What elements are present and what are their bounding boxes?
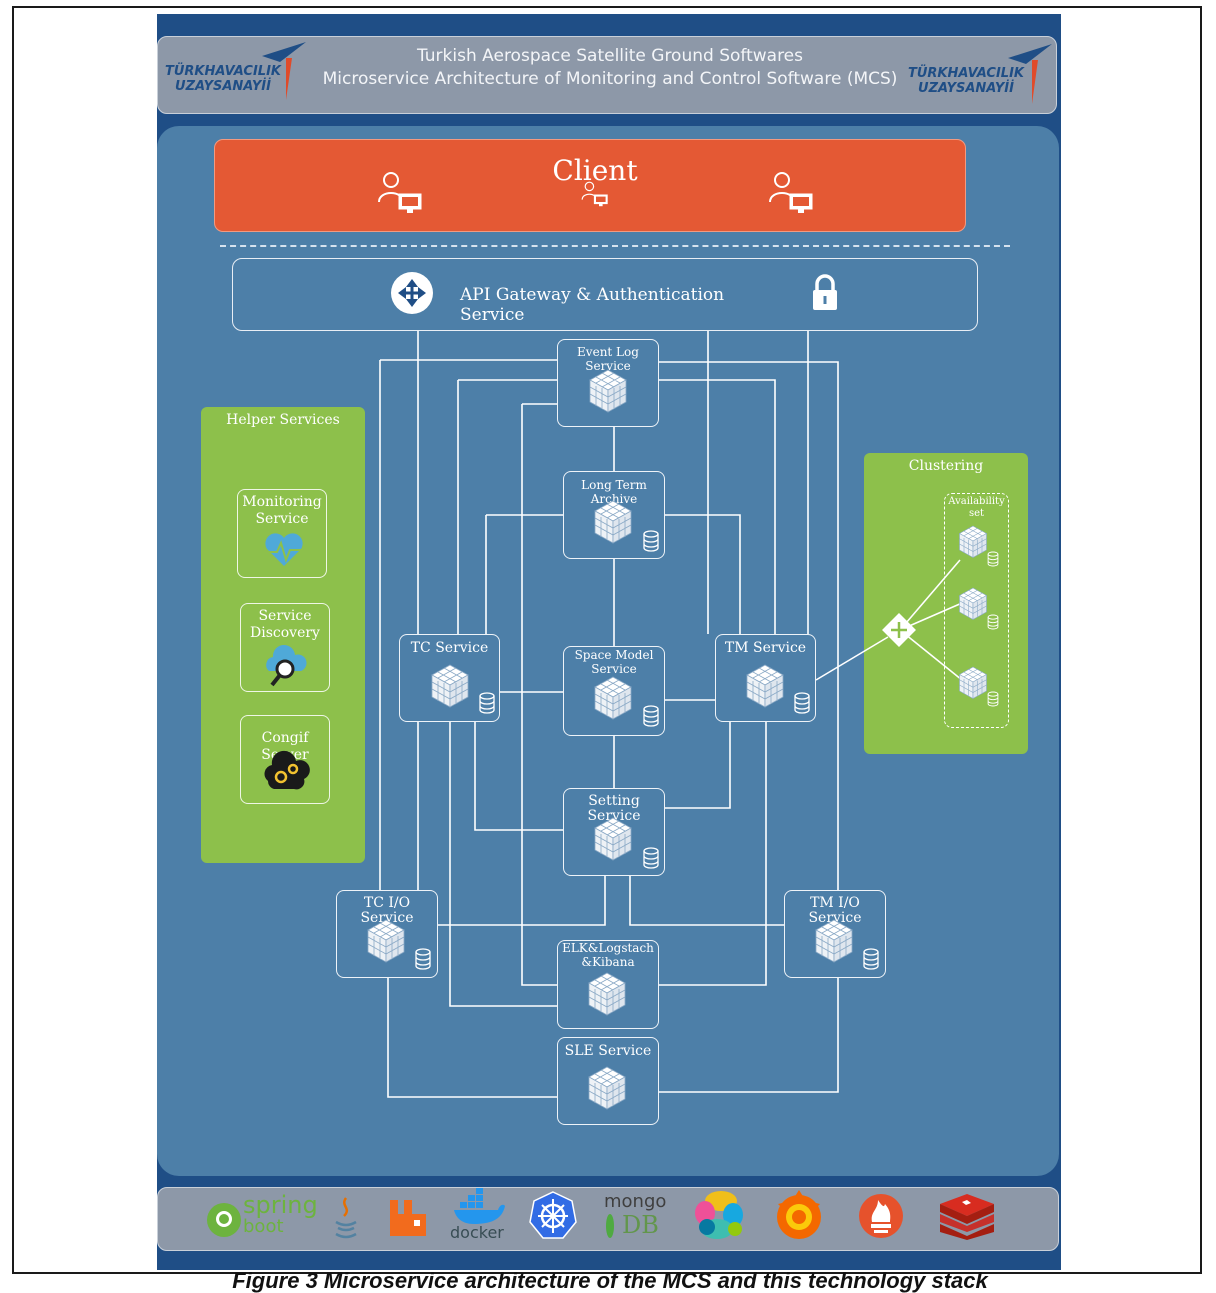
mongodb-logo: mongo DB xyxy=(602,1192,672,1242)
logo-right-mark xyxy=(1008,44,1052,104)
logo-right-line2: UZAYSANAYİİ xyxy=(918,81,1014,96)
docker-logo: docker xyxy=(450,1188,506,1244)
tm-service-label: TM Service xyxy=(724,640,807,656)
availability-set-label: Availability set xyxy=(945,496,1008,520)
event-log-label: Event Log Service xyxy=(577,345,639,373)
caption-text: Figure 3 Microservice architecture of th… xyxy=(232,1268,988,1293)
figure-caption: Figure 3 Microservice architecture of th… xyxy=(120,1270,1100,1292)
logo-left-line1: TÜRKHAVACILIK xyxy=(165,64,281,79)
tc-io-cube-icon xyxy=(367,919,405,963)
cluster-db-icon-2 xyxy=(987,614,999,630)
tc-service-db-icon xyxy=(479,692,495,714)
tm-service-db-icon xyxy=(794,692,810,714)
logo-left-line2: UZAYSANAYİİ xyxy=(175,79,271,94)
title-line2: Microservice Architecture of Monitoring … xyxy=(322,69,898,89)
title-line1: Turkish Aerospace Satellite Ground Softw… xyxy=(416,46,803,66)
cluster-cube-icon-1 xyxy=(959,525,987,558)
sle-service-label: SLE Service xyxy=(564,1043,652,1059)
lock-icon xyxy=(813,274,837,310)
api-gateway-box xyxy=(232,258,978,331)
long-term-archive-label: Long Term Archive xyxy=(581,478,647,506)
cluster-db-icon-1 xyxy=(987,551,999,567)
elk-line2: &Kibana xyxy=(581,955,635,969)
boot-label: boot xyxy=(243,1216,284,1237)
client-label: Client xyxy=(552,154,638,187)
cluster-db-icon-3 xyxy=(987,691,999,707)
logo-right: TÜRKHAVACILIK UZAYSANAYİİ xyxy=(908,66,1024,96)
long-term-archive-db-icon xyxy=(643,530,659,552)
availability-line2: set xyxy=(968,508,985,519)
sle-cube-icon xyxy=(588,1066,626,1110)
service-discovery-box: Service Discovery xyxy=(240,603,330,692)
availability-line1: Availability xyxy=(948,496,1005,507)
clustering-panel: Clustering Availability set xyxy=(864,453,1028,754)
space-model-service-box: Space Model Service xyxy=(563,646,665,736)
grafana-icon xyxy=(774,1188,824,1242)
redis-icon xyxy=(938,1194,996,1240)
monitoring-line2: Service xyxy=(255,511,309,527)
prometheus-icon xyxy=(858,1192,904,1240)
rabbitmq-icon xyxy=(386,1196,430,1240)
diagram-title: Turkish Aerospace Satellite Ground Softw… xyxy=(320,45,900,91)
client-box xyxy=(214,139,966,232)
logo-left: TÜRKHAVACILIK UZAYSANAYİİ xyxy=(165,64,281,94)
tc-io-label: TC I/O Service xyxy=(360,895,414,926)
cluster-cube-icon-3 xyxy=(959,666,987,699)
elk-cube-icon xyxy=(588,972,626,1016)
helper-services-title: Helper Services xyxy=(226,412,340,428)
monitoring-service-box: Monitoring Service xyxy=(237,489,327,578)
spring-label: spring xyxy=(243,1191,318,1219)
discovery-line1: Service xyxy=(258,608,312,624)
monitoring-line1: Monitoring xyxy=(242,494,322,510)
mongo-label: mongo xyxy=(604,1191,667,1212)
router-icon xyxy=(391,272,433,314)
user-computer-icon-center xyxy=(581,181,609,207)
space-model-label: Space Model Service xyxy=(564,648,664,676)
clustering-title: Clustering xyxy=(908,458,984,474)
space-model-db-icon xyxy=(643,705,659,727)
tc-service-cube-icon xyxy=(431,664,469,708)
tc-io-db-icon xyxy=(415,948,431,970)
service-discovery-label: Service Discovery xyxy=(241,608,329,642)
tm-io-db-icon xyxy=(863,948,879,970)
elk-label: ELK&Logstach &Kibana xyxy=(558,941,658,969)
long-term-archive-cube-icon xyxy=(594,500,632,544)
connection-lines xyxy=(379,331,889,1098)
space-model-line1: Space Model xyxy=(574,648,654,662)
elastic-icon xyxy=(693,1189,745,1241)
user-computer-icon-right xyxy=(769,172,813,214)
setting-service-label: Setting Service xyxy=(587,793,641,824)
user-computer-icon-left xyxy=(378,172,422,214)
api-gateway-label: API Gateway & Authentication Service xyxy=(460,285,725,325)
discovery-line2: Discovery xyxy=(250,625,320,641)
setting-service-box: Setting Service xyxy=(563,788,665,876)
heart-pulse-icon xyxy=(265,533,303,566)
tm-io-service-box: TM I/O Service xyxy=(784,890,886,978)
cluster-links xyxy=(899,559,963,681)
monitoring-service-label: Monitoring Service xyxy=(238,494,326,528)
tc-service-label: TC Service xyxy=(410,640,489,656)
setting-service-db-icon xyxy=(643,847,659,869)
tm-io-cube-icon xyxy=(815,919,853,963)
cluster-cube-icon-2 xyxy=(959,587,987,620)
client-divider xyxy=(220,245,1010,247)
mongodb-label: DB xyxy=(622,1211,659,1239)
gears-icon xyxy=(264,750,310,790)
space-model-line2: Service xyxy=(591,662,637,676)
tm-service-cube-icon xyxy=(746,664,784,708)
docker-label: docker xyxy=(450,1223,504,1242)
event-log-cube-icon xyxy=(589,369,627,413)
setting-service-cube-icon xyxy=(594,817,632,861)
java-icon xyxy=(332,1196,360,1240)
tm-io-label: TM I/O Service xyxy=(808,895,862,926)
kubernetes-icon xyxy=(529,1191,577,1239)
space-model-cube-icon xyxy=(594,676,632,720)
logo-left-mark xyxy=(262,42,306,100)
logo-right-line1: TÜRKHAVACILIK xyxy=(908,66,1024,81)
header-bar xyxy=(157,36,1057,114)
elk-line1: ELK&Logstach xyxy=(562,941,654,955)
cloud-search-icon xyxy=(266,644,307,687)
